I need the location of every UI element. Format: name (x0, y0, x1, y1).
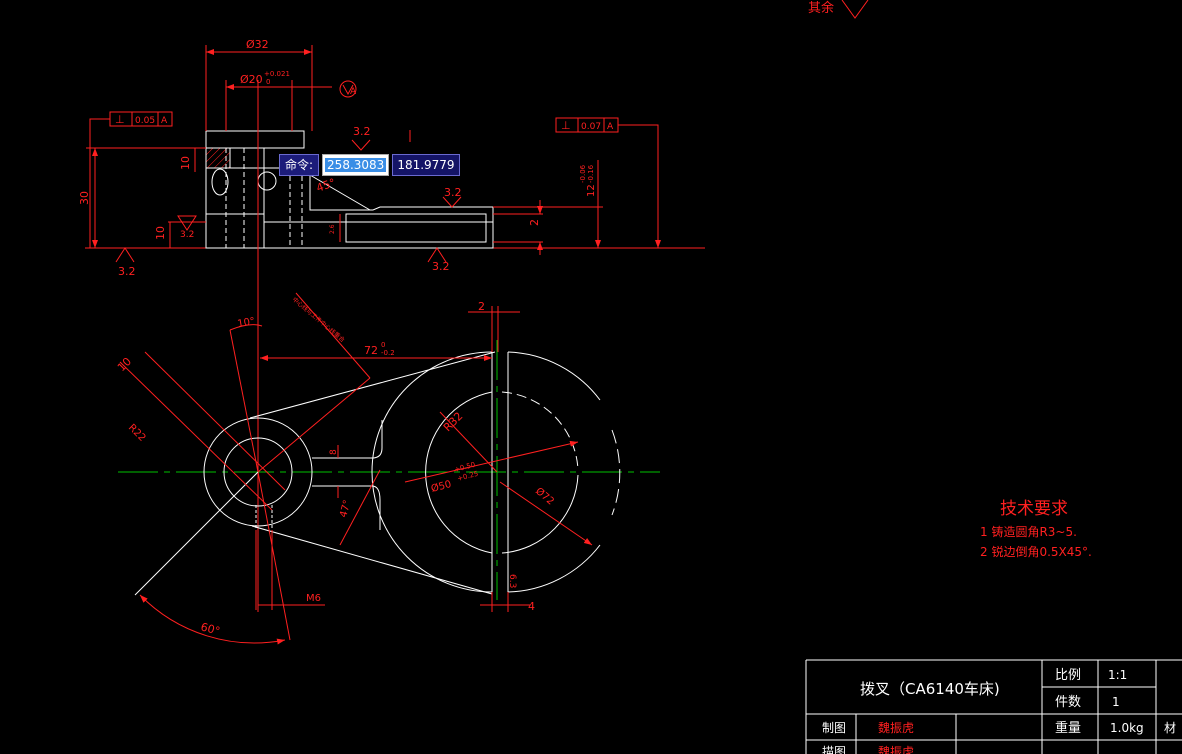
svg-text:3.2: 3.2 (180, 230, 194, 240)
svg-text:A: A (350, 87, 357, 97)
svg-text:12: 12 (586, 184, 597, 197)
svg-text:0: 0 (266, 78, 270, 86)
svg-text:Ø50: Ø50 (430, 478, 453, 495)
dynamic-input: 命令: 258.3083 181.9779 (279, 154, 461, 176)
svg-text:0.07: 0.07 (581, 122, 601, 132)
svg-text:描图: 描图 (822, 745, 846, 754)
svg-text:制图: 制图 (822, 721, 846, 735)
y-coordinate-input[interactable]: 181.9779 (392, 154, 461, 176)
svg-text:-0.2: -0.2 (381, 349, 395, 357)
svg-text:技术要求: 技术要求 (1000, 499, 1068, 519)
svg-text:10°: 10° (237, 316, 256, 330)
svg-text:30: 30 (78, 191, 91, 205)
svg-text:+0.021: +0.021 (264, 70, 290, 78)
svg-text:Ø20: Ø20 (240, 73, 263, 86)
svg-text:A: A (607, 122, 614, 132)
svg-text:1: 1 (1112, 695, 1120, 709)
svg-text:4: 4 (528, 600, 535, 613)
svg-text:Ø32: Ø32 (246, 38, 269, 51)
svg-text:3.2: 3.2 (444, 186, 462, 199)
svg-text:3.2: 3.2 (432, 260, 450, 273)
svg-text:-0.06: -0.06 (579, 164, 587, 183)
svg-text:件数: 件数 (1055, 695, 1081, 710)
title-block-text: 拨叉（CA6140车床) 比例 1:1 件数 1 重量 1.0kg 材 制图 魏… (822, 668, 1176, 754)
svg-text:魏振虎: 魏振虎 (878, 720, 914, 735)
svg-text:2.6: 2.6 (329, 224, 336, 234)
svg-text:0: 0 (381, 341, 385, 349)
svg-text:47°: 47° (338, 499, 353, 519)
svg-text:10: 10 (154, 226, 167, 240)
svg-text:⊥: ⊥ (561, 119, 571, 132)
svg-text:Ø72: Ø72 (533, 485, 557, 507)
svg-text:1:1: 1:1 (1108, 668, 1127, 682)
svg-text:R32: R32 (441, 410, 465, 434)
technical-requirements: 技术要求 1 铸造圆角R3~5. 2 锐边倒角0.5X45°. (980, 499, 1092, 559)
svg-text:72: 72 (364, 344, 378, 357)
svg-text:A: A (161, 116, 168, 126)
front-view: Ø32 Ø20 +0.021 0 A ⊥ 0.05 A 30 10 10 3.2… (78, 38, 705, 612)
title-block-frame (805, 659, 1182, 754)
top-view: 60° 10° 10 R22 72 0 -0.2 中心线与工件中心线重合 2 R… (115, 292, 660, 645)
svg-text:60°: 60° (199, 620, 221, 638)
svg-text:魏振虎: 魏振虎 (878, 744, 914, 754)
svg-text:M6: M6 (306, 593, 321, 604)
svg-text:-0.16: -0.16 (587, 164, 595, 183)
svg-text:⊥: ⊥ (115, 113, 125, 126)
svg-text:0.05: 0.05 (135, 116, 155, 126)
svg-text:比例: 比例 (1055, 668, 1081, 683)
svg-text:中心线与工件中心线重合: 中心线与工件中心线重合 (291, 295, 347, 344)
svg-text:8: 8 (329, 449, 339, 455)
svg-text:10: 10 (115, 355, 134, 374)
svg-text:重量: 重量 (1055, 720, 1081, 736)
command-label: 命令: (279, 154, 320, 176)
svg-text:材: 材 (1164, 721, 1176, 735)
svg-text:2: 2 (478, 300, 485, 313)
svg-text:3.2: 3.2 (118, 265, 136, 278)
other-roughness-note: 其余 (808, 0, 869, 19)
svg-text:2 锐边倒角0.5X45°.: 2 锐边倒角0.5X45°. (980, 545, 1092, 559)
svg-text:R22: R22 (126, 422, 148, 444)
svg-text:6.3: 6.3 (507, 574, 517, 588)
svg-text:其余: 其余 (808, 0, 834, 16)
svg-text:10: 10 (179, 156, 192, 170)
svg-text:3.2: 3.2 (353, 125, 371, 138)
svg-text:拨叉（CA6140车床): 拨叉（CA6140车床) (860, 680, 1000, 698)
svg-text:1 铸造圆角R3~5.: 1 铸造圆角R3~5. (980, 524, 1077, 539)
svg-text:45°: 45° (315, 176, 338, 195)
svg-text:1.0kg: 1.0kg (1110, 721, 1144, 735)
svg-text:2: 2 (528, 219, 541, 226)
x-coordinate-input[interactable]: 258.3083 (322, 154, 390, 176)
